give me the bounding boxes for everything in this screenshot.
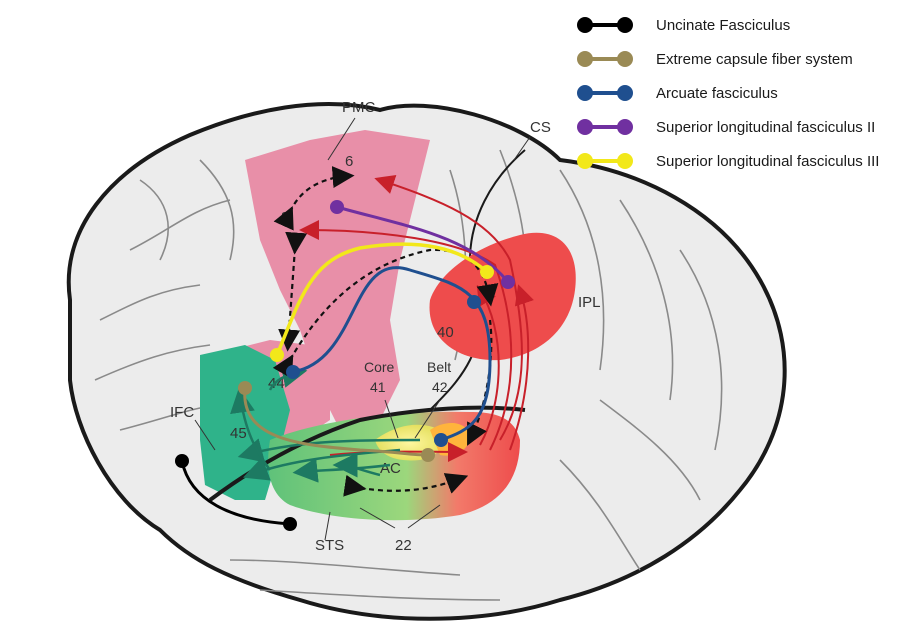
legend-swatch-icon (574, 14, 636, 36)
label-ifc: IFC (170, 404, 194, 421)
slf-ii-dot-2 (501, 275, 515, 289)
uncinate-dot-2 (283, 517, 297, 531)
label-cs: CS (530, 119, 551, 136)
arcuate-dot-2 (467, 295, 481, 309)
legend-item: Extreme capsule fiber system (574, 42, 908, 76)
extreme-capsule-dot-2 (421, 448, 435, 462)
legend-label: Extreme capsule fiber system (656, 51, 853, 68)
label-pmc: PMC (342, 99, 376, 116)
arcuate-dot-1 (286, 365, 300, 379)
legend-swatch-icon (574, 82, 636, 104)
label-area-42: 42 (432, 379, 448, 395)
slf-iii-dot-2 (480, 265, 494, 279)
label-area-6: 6 (345, 153, 353, 170)
legend-item: Superior longitudinal fasciculus II (574, 110, 908, 144)
extreme-capsule-dot-1 (238, 381, 252, 395)
legend-swatch-icon (574, 48, 636, 70)
label-sts: STS (315, 537, 344, 554)
label-area-22: 22 (395, 537, 412, 554)
legend-item: Arcuate fasciculus (574, 76, 908, 110)
legend-label: Superior longitudinal fasciculus II (656, 119, 875, 136)
arcuate-dot-3 (434, 433, 448, 447)
legend-swatch-icon (574, 116, 636, 138)
legend-swatch-icon (574, 150, 636, 172)
uncinate-dot-1 (175, 454, 189, 468)
legend-label: Arcuate fasciculus (656, 85, 778, 102)
legend-label: Uncinate Fasciculus (656, 17, 790, 34)
slf-iii-dot-1 (270, 348, 284, 362)
label-area-41: 41 (370, 379, 386, 395)
legend-label: Superior longitudinal fasciculus III (656, 153, 879, 170)
label-area-8: 8 (281, 209, 289, 226)
label-area-40: 40 (437, 324, 454, 341)
label-belt: Belt (427, 359, 451, 375)
label-area-45: 45 (230, 425, 247, 442)
label-ipl: IPL (578, 294, 601, 311)
slf-ii-dot-1 (330, 200, 344, 214)
label-core: Core (364, 359, 395, 375)
label-ac: AC (380, 460, 401, 477)
legend-item: Superior longitudinal fasciculus III (574, 144, 908, 178)
legend-item: Uncinate Fasciculus (574, 8, 908, 42)
